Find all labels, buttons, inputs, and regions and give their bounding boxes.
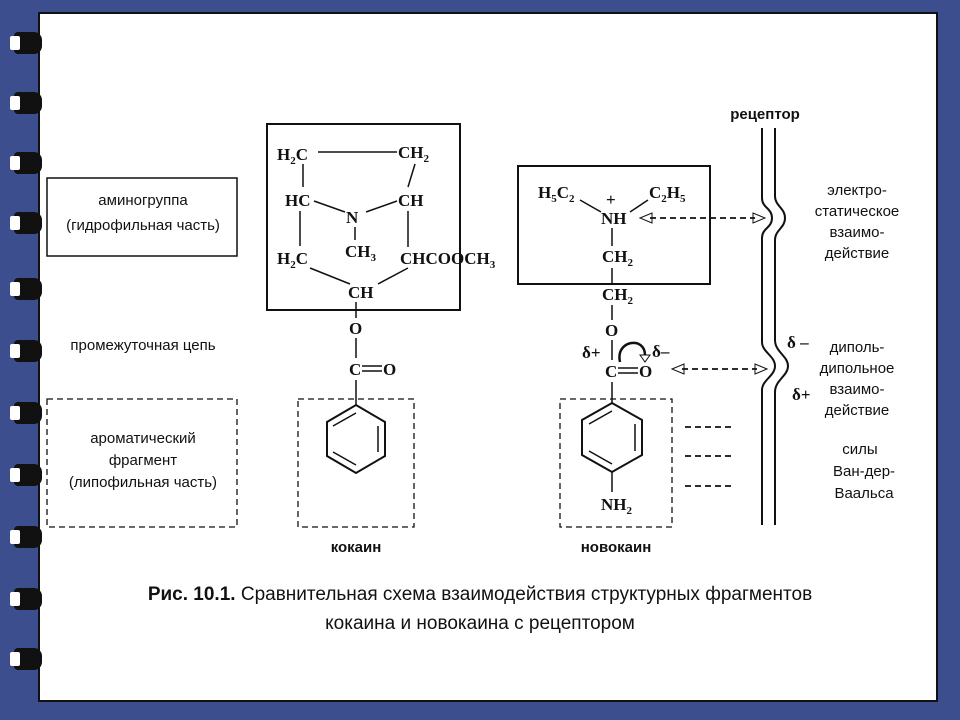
novocaine-atom-c: C: [605, 362, 617, 381]
novocaine-aromatic-box: [559, 398, 673, 528]
vdw-label-2: Ван-дер-: [833, 463, 895, 480]
figure-caption-line-1: Рис. 10.1. Сравнительная схема взаимодей…: [148, 584, 812, 605]
receptor-wall-right: [774, 128, 790, 525]
cocaine-aromatic-box: [297, 398, 415, 528]
aromatic-box: [46, 398, 238, 528]
novocaine-atom-ch2-b: CH2: [602, 285, 634, 307]
novocaine-atom-nh: NH: [601, 209, 627, 228]
binder-ring: [10, 648, 42, 670]
binder-ring: [10, 92, 42, 114]
novocaine-atom-o-carbonyl: O: [639, 362, 652, 381]
binder-ring: [10, 32, 42, 54]
intermediate-chain-label: промежуточная цепь: [70, 337, 215, 354]
novocaine-delta-plus: δ+: [582, 343, 601, 362]
cocaine-atom-o: O: [349, 319, 362, 338]
cocaine-atom-c: C: [349, 360, 361, 379]
aminogroup-label-1: аминогруппа: [98, 192, 188, 209]
receptor-delta-plus: δ+: [792, 385, 811, 404]
cocaine-atom-chcooch3: CHCOOCH3: [400, 249, 496, 271]
aromatic-label-1: ароматический: [90, 430, 196, 447]
novocaine-amino-box: [517, 165, 711, 285]
novocaine-plus-charge: +: [606, 190, 616, 209]
novocaine-atom-o: O: [605, 321, 618, 340]
electron-shift-arrow: [618, 341, 647, 363]
novocaine-label: новокаин: [581, 539, 652, 556]
aminogroup-box: [46, 177, 238, 257]
dipole-label-4: действие: [825, 402, 890, 419]
aromatic-label-2: фрагмент: [109, 452, 177, 469]
novocaine-delta-minus: δ–: [652, 342, 670, 361]
cocaine-atom-o-carbonyl: O: [383, 360, 396, 379]
cocaine-atom-h2c-top: H2C: [277, 145, 308, 167]
slide-page: [38, 12, 938, 702]
binder-ring: [10, 212, 42, 234]
receptor-wall-left: [761, 128, 777, 525]
binder-ring: [10, 340, 42, 362]
electrostatic-label-3: взаимо-: [829, 224, 884, 241]
binder-ring: [10, 402, 42, 424]
electrostatic-label-4: действие: [825, 245, 890, 262]
electrostatic-label-1: электро-: [827, 182, 887, 199]
novocaine-atom-nh2: NH2: [601, 495, 633, 517]
cocaine-atom-h2c-bottom: H2C: [277, 249, 308, 271]
cocaine-atom-ch2-top: CH2: [398, 143, 430, 165]
cocaine-atom-hc: HC: [285, 191, 311, 210]
cocaine-atom-ch-right: CH: [398, 191, 424, 210]
cocaine-atom-ch-bottom: CH: [348, 283, 374, 302]
binder-ring: [10, 464, 42, 486]
novocaine-atom-c2h5: C2H5: [649, 183, 686, 205]
binder-ring: [10, 526, 42, 548]
cocaine-benzene-ring: [326, 403, 386, 475]
aminogroup-label-2: (гидрофильная часть): [66, 217, 220, 234]
dipole-label-2: дипольное: [820, 360, 895, 377]
cocaine-atom-ch3: CH3: [345, 242, 377, 264]
figure-caption-line-2: кокаина и новокаина с рецептором: [325, 613, 635, 634]
cocaine-amino-box: [266, 123, 461, 311]
binder-ring: [10, 278, 42, 300]
cocaine-label: кокаин: [331, 539, 382, 556]
novocaine-benzene-ring: [581, 401, 643, 474]
receptor-delta-minus: δ –: [787, 333, 809, 352]
aromatic-label-3: (липофильная часть): [69, 474, 217, 491]
vdw-label-3: Ваальса: [834, 485, 894, 502]
dipole-label-1: диполь-: [830, 339, 885, 356]
novocaine-atom-h5c2: H5C2: [538, 183, 575, 205]
novocaine-atom-ch2-a: CH2: [602, 247, 634, 269]
cocaine-atom-n: N: [346, 208, 359, 227]
binder-ring: [10, 152, 42, 174]
receptor-label: рецептор: [730, 106, 800, 123]
vdw-label-1: силы: [842, 441, 877, 458]
dipole-label-3: взаимо-: [829, 381, 884, 398]
electrostatic-label-2: статическое: [815, 203, 900, 220]
binder-ring: [10, 588, 42, 610]
